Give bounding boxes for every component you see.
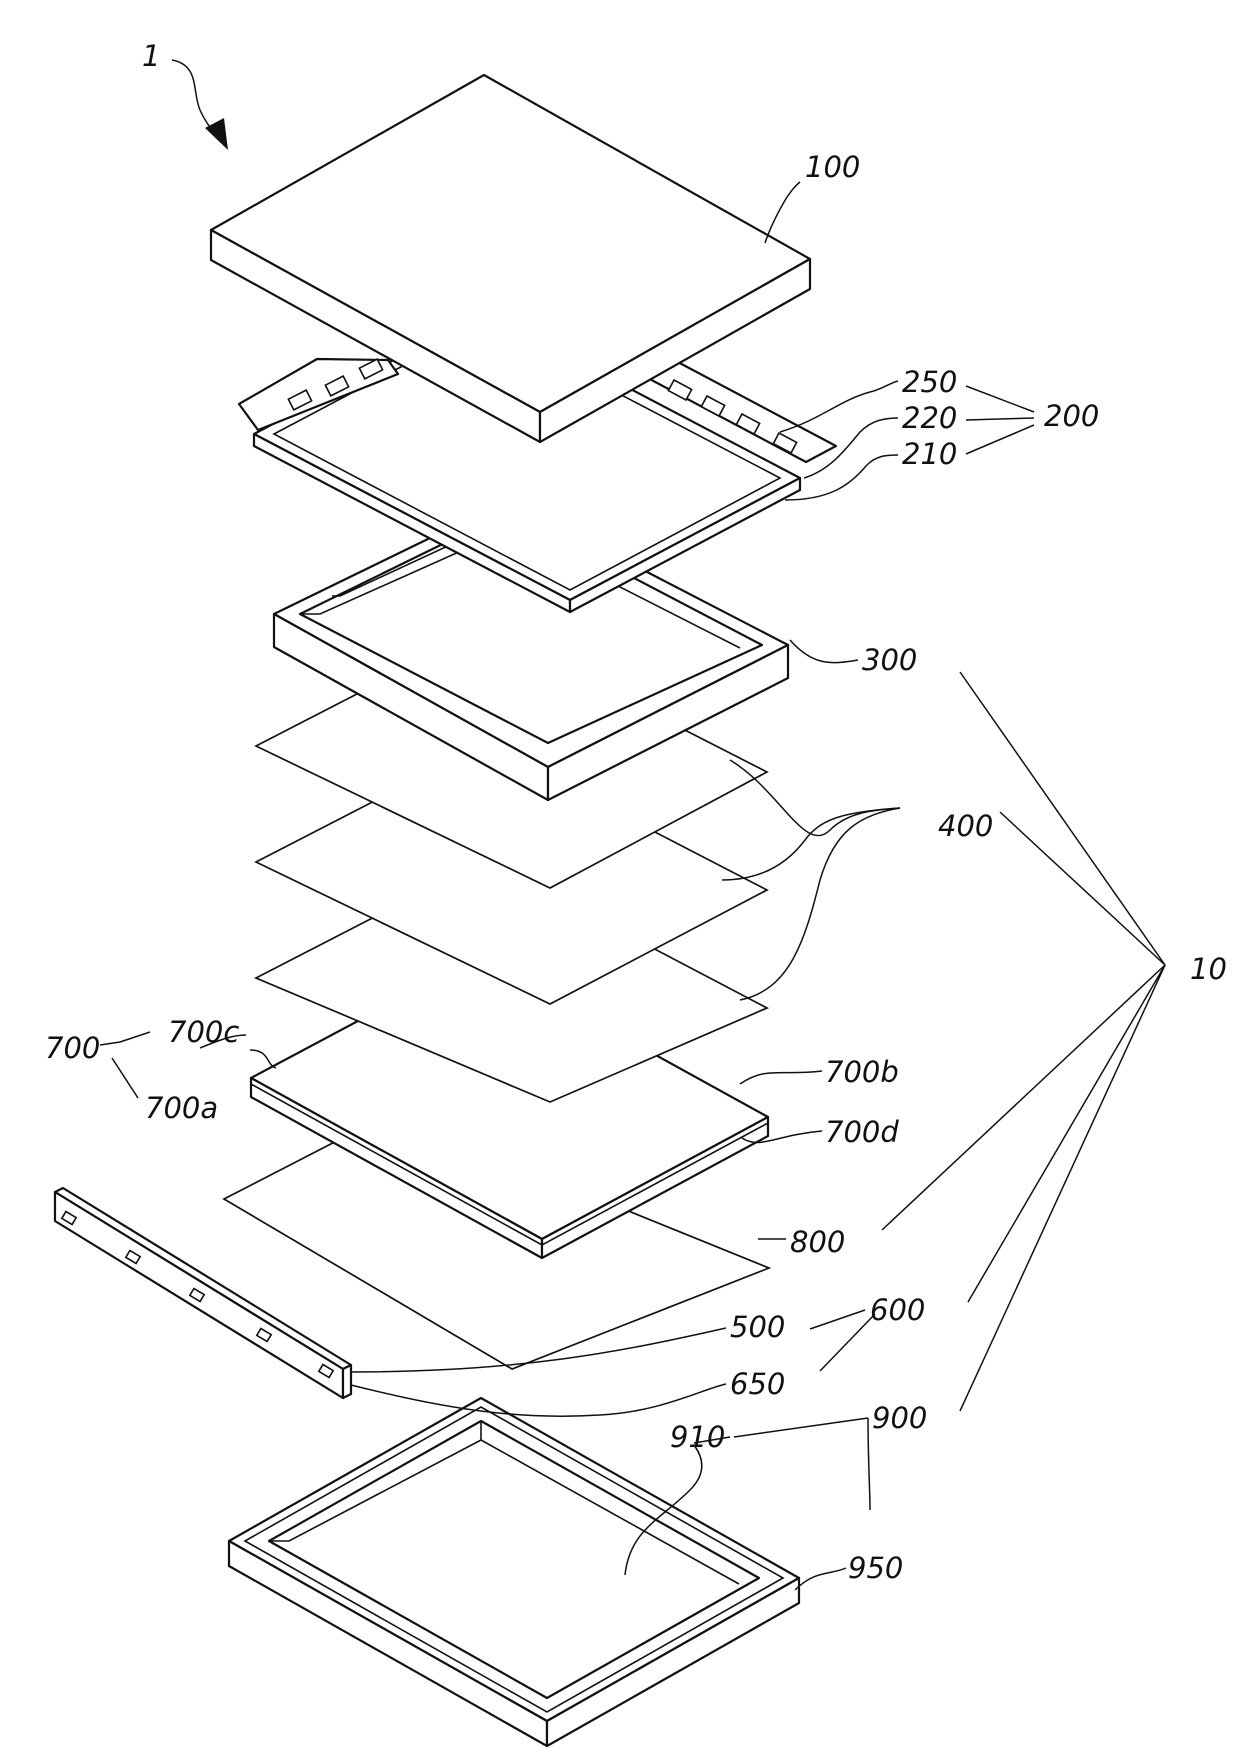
label-800: 800 (790, 1225, 845, 1259)
label-650: 650 (730, 1367, 785, 1401)
label-900: 900 (872, 1401, 927, 1435)
label-10: 10 (1190, 952, 1227, 986)
label-100: 100 (805, 150, 860, 184)
label-700d: 700d (825, 1115, 899, 1149)
label-250: 250 (902, 365, 957, 399)
label-220: 220 (902, 401, 957, 435)
assembly-arrow (172, 60, 228, 150)
label-950: 950 (848, 1551, 903, 1585)
label-600: 600 (870, 1293, 925, 1327)
label-700b: 700b (825, 1055, 899, 1089)
label-200: 200 (1044, 399, 1099, 433)
label-700c: 700c (168, 1015, 239, 1049)
label-700: 700 (45, 1031, 100, 1065)
label-assembly: 1 (142, 39, 160, 73)
label-400: 400 (938, 809, 993, 843)
label-700a: 700a (145, 1091, 218, 1125)
arrow-head-icon (205, 118, 228, 150)
label-910: 910 (670, 1420, 725, 1454)
label-210: 210 (902, 437, 957, 471)
label-500: 500 (730, 1310, 785, 1344)
label-300: 300 (862, 643, 917, 677)
